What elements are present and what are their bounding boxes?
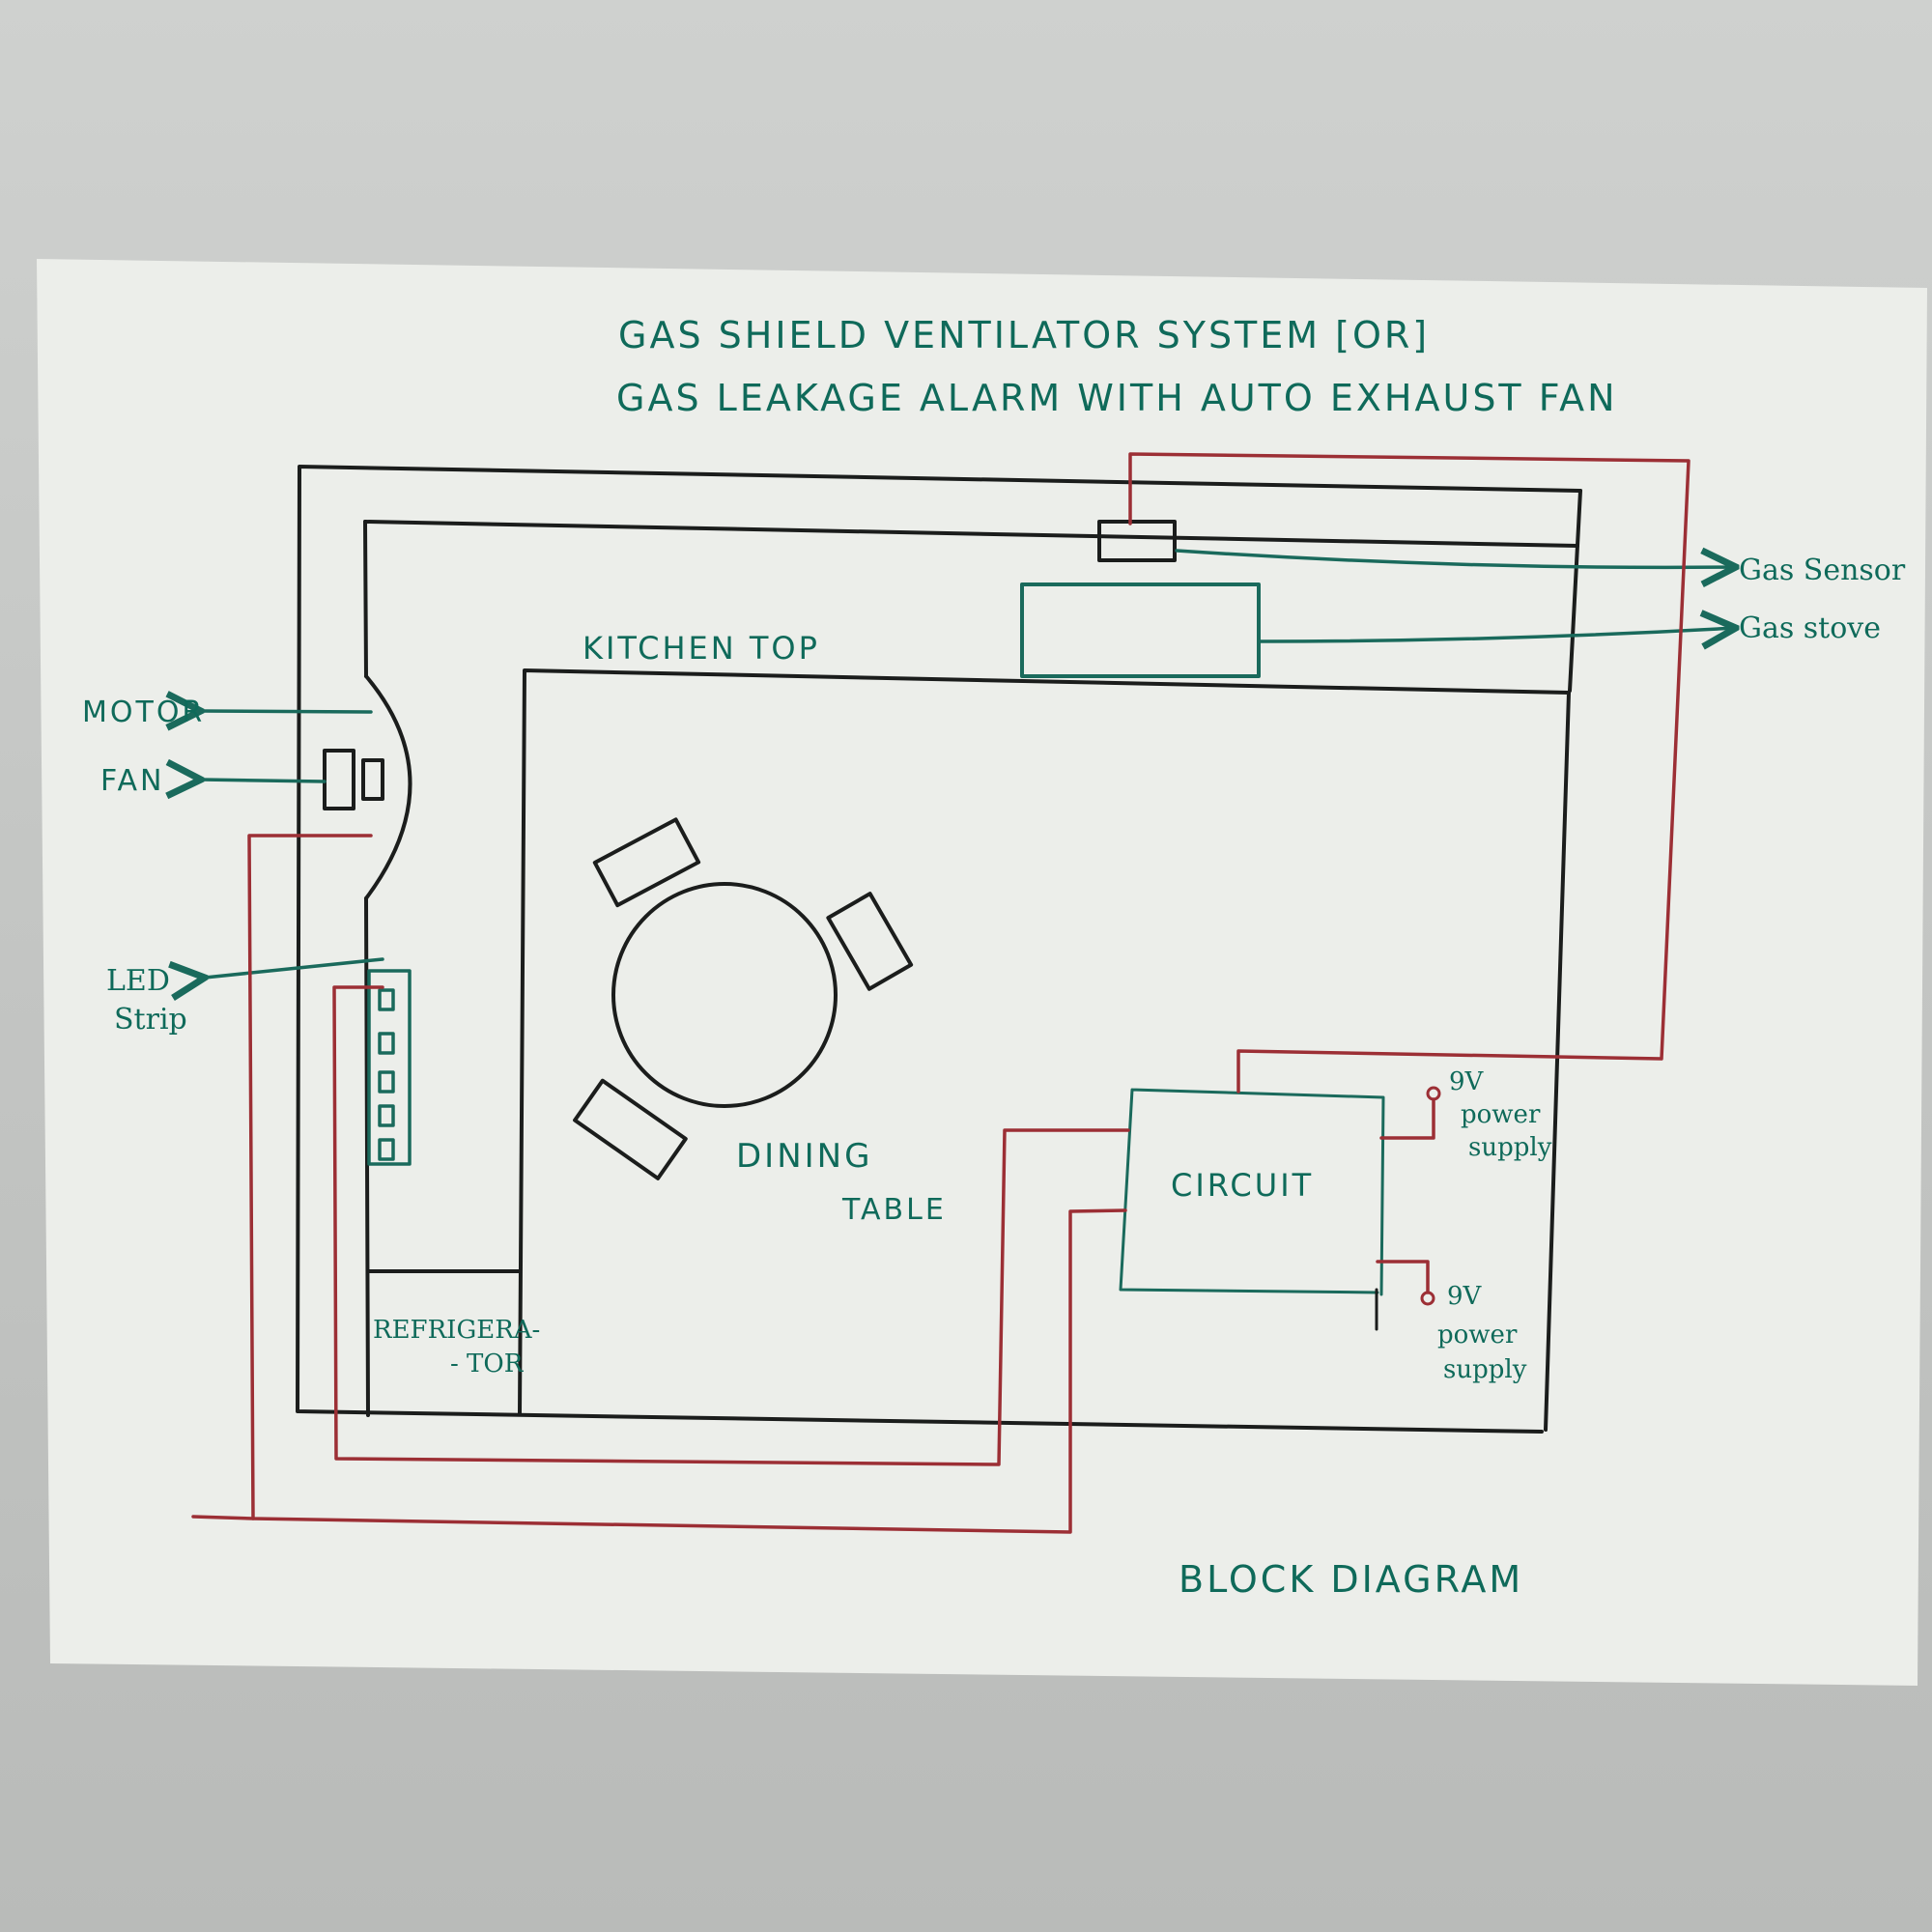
title-line-2: GAS LEAKAGE ALARM WITH AUTO EXHAUST FAN [616,377,1618,419]
footer-label: BLOCK DIAGRAM [1179,1558,1523,1601]
outer-wall-right [1568,489,1582,693]
inner-wall-left [363,520,370,1417]
red-wire-tail [191,1515,255,1520]
power-top-9v: 9V [1449,1067,1485,1096]
led-cell [378,1104,395,1127]
motor-block [323,749,355,810]
motor-arrow [201,711,373,712]
refrigerator-label-1: REFRIGERA- [373,1316,540,1345]
power-bottom-power: power [1437,1321,1518,1350]
power-bottom-9v: 9V [1447,1282,1483,1311]
gas-sensor-label: Gas Sensor [1739,554,1906,587]
chair [592,817,701,908]
power-top-power: power [1461,1100,1541,1129]
fan-label: FAN [100,764,164,798]
led-cell [378,1032,395,1055]
motor-label: MOTOR [82,696,205,729]
gas-sensor-arrow [1175,551,1736,567]
fan-block [361,758,384,801]
dining-table [611,882,838,1108]
led-wire [332,985,1130,1466]
power-bottom-supply: supply [1443,1355,1527,1384]
gas-sensor-block [1097,520,1177,562]
gas-stove-arrow [1257,628,1736,641]
power-supply-top-terminal [1426,1086,1441,1101]
chair [573,1078,688,1180]
power-supply-bottom-terminal [1420,1291,1435,1306]
gas-stove-label: Gas stove [1739,611,1881,645]
title-line-1: GAS SHIELD VENTILATOR SYSTEM [OR] [618,314,1430,356]
paper-sheet [37,259,1927,1686]
strip-label: Strip [114,1003,187,1037]
dining-label: DINING [736,1137,872,1176]
power-supply-top-wire [1379,1097,1435,1140]
led-cell [378,988,395,1011]
power-top-supply: supply [1468,1133,1552,1162]
fan-arrow [201,780,327,781]
table-label: TABLE [841,1193,947,1227]
led-cell [378,1138,395,1161]
circuit-block [1119,1088,1385,1296]
led-label: LED [106,964,170,998]
sensor-wire [1128,452,1690,1094]
power-supply-bottom-wire [1376,1260,1430,1294]
led-strip-arrow [205,957,384,978]
inner-wall-top [363,520,1579,548]
chair [826,892,914,991]
kitchen-top-boundary [518,668,1571,1432]
fan-wire [247,834,1127,1534]
kitchen-top-label: KITCHEN TOP [582,630,820,667]
led-cell [378,1070,395,1094]
circuit-label: CIRCUIT [1171,1167,1314,1204]
refrigerator-label-2: - TOR [450,1350,525,1378]
window-arch [364,674,412,900]
led-strip-block [367,969,412,1166]
gas-stove-block [1020,582,1261,678]
